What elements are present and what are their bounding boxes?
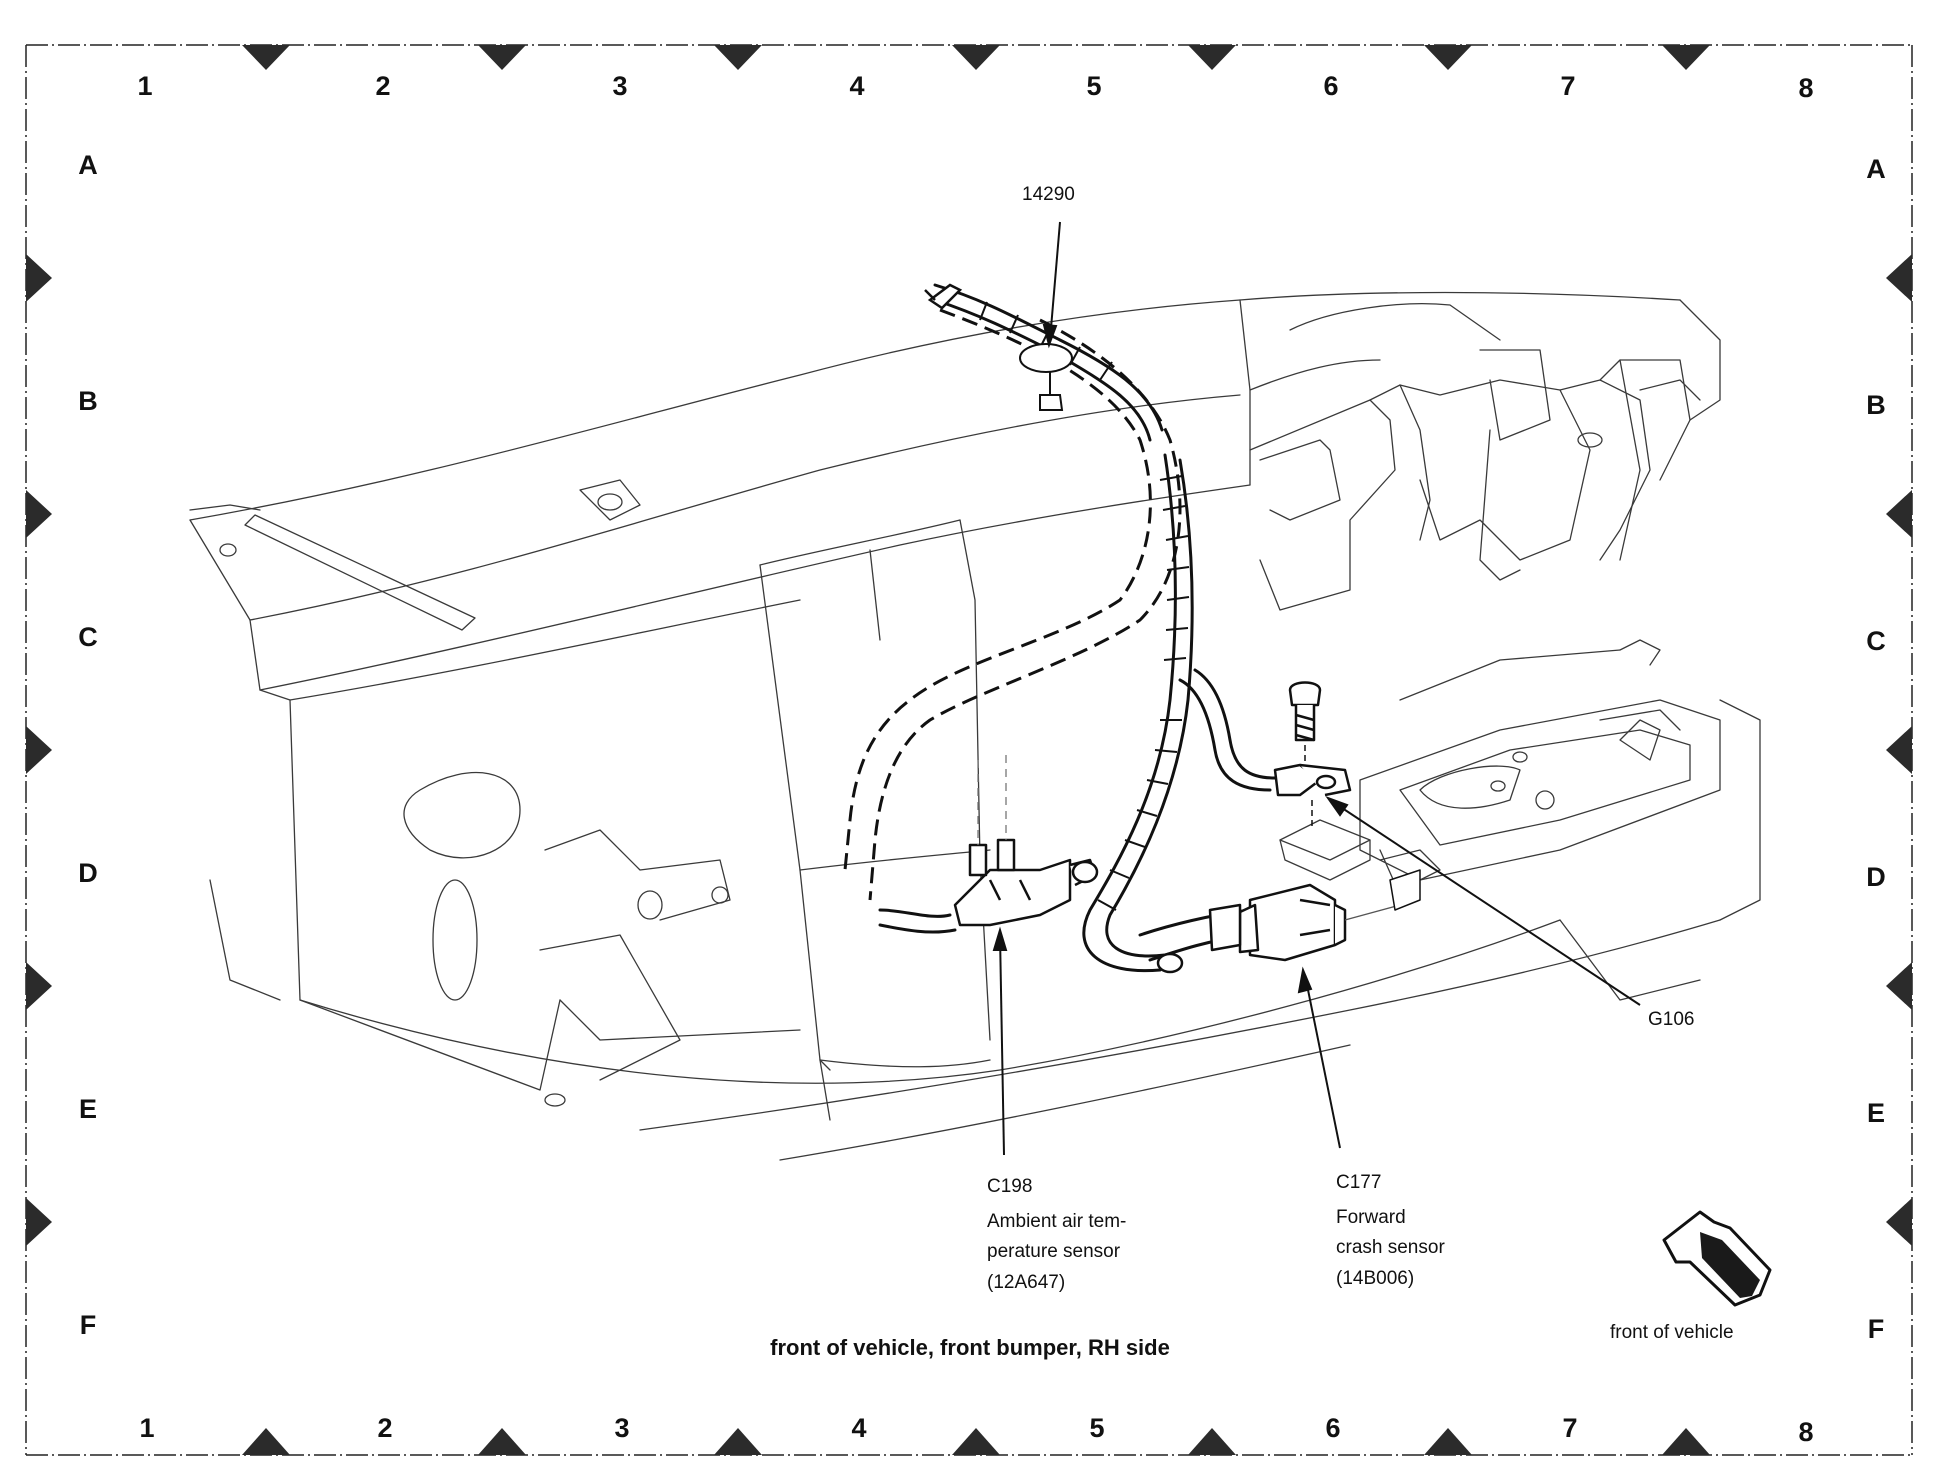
harness-dashed-route — [843, 308, 1182, 901]
callout-labels: 14290 G106 C198 Ambient air tem- peratur… — [987, 184, 1694, 1293]
row-label-right-E: E — [1867, 1098, 1885, 1128]
direction-label: front of vehicle — [1610, 1322, 1734, 1343]
col-label-top-1: 1 — [137, 71, 152, 101]
callout-c198-line-1: Ambient air tem- — [987, 1211, 1126, 1232]
ambient-air-temp-sensor — [953, 755, 1099, 927]
col-label-bottom-3: 3 — [614, 1413, 629, 1443]
callout-14290: 14290 — [1022, 184, 1075, 205]
leader-lines — [992, 221, 1641, 1156]
callout-c177-line-1: Forward — [1336, 1207, 1406, 1228]
ground-g106-assembly — [1273, 681, 1352, 830]
col-label-bottom-2: 2 — [377, 1413, 392, 1443]
col-label-bottom-6: 6 — [1325, 1413, 1340, 1443]
row-label-left-B: B — [78, 386, 98, 416]
row-label-left-D: D — [78, 858, 98, 888]
col-label-top-2: 2 — [375, 71, 390, 101]
callout-c177-id: C177 — [1336, 1172, 1381, 1193]
figure-caption: front of vehicle, front bumper, RH side — [770, 1335, 1170, 1360]
row-label-right-D: D — [1866, 862, 1886, 892]
harness-clip-14290 — [1019, 343, 1073, 411]
col-label-top-5: 5 — [1086, 71, 1101, 101]
callout-c198-id: C198 — [987, 1176, 1032, 1197]
row-label-right-A: A — [1866, 154, 1886, 184]
leader-c177 — [1304, 974, 1341, 1149]
border-markers — [26, 45, 1912, 1455]
callout-g106: G106 — [1648, 1009, 1694, 1030]
row-label-right-B: B — [1866, 390, 1886, 420]
callout-c177-line-2: crash sensor — [1336, 1237, 1445, 1258]
row-label-left-A: A — [78, 150, 98, 180]
col-label-top-3: 3 — [612, 71, 627, 101]
callout-c198-line-3: (12A647) — [987, 1272, 1065, 1293]
harness-upper-end — [924, 283, 963, 310]
callout-c198-line-2: perature sensor — [987, 1241, 1121, 1262]
col-label-top-7: 7 — [1560, 71, 1575, 101]
col-label-bottom-4: 4 — [851, 1413, 866, 1443]
row-label-left-F: F — [80, 1310, 97, 1340]
col-label-top-6: 6 — [1323, 71, 1338, 101]
callout-c177-line-3: (14B006) — [1336, 1268, 1414, 1289]
col-label-top-8: 8 — [1798, 73, 1813, 103]
col-label-bottom-5: 5 — [1089, 1413, 1104, 1443]
row-label-right-F: F — [1868, 1314, 1885, 1344]
col-label-top-4: 4 — [849, 71, 864, 101]
leader-c198 — [999, 934, 1005, 1156]
row-label-left-C: C — [78, 622, 98, 652]
row-label-right-C: C — [1866, 626, 1886, 656]
diagram-frame — [25, 44, 1913, 1456]
col-label-bottom-8: 8 — [1798, 1417, 1813, 1447]
forward-crash-sensor-connector — [1156, 869, 1421, 974]
leader-14290 — [1049, 221, 1061, 341]
vehicle-structure-drawing — [189, 291, 1761, 1161]
leader-g106 — [1329, 799, 1641, 1006]
grid-labels: 1 2 3 4 5 6 7 8 1 2 3 4 5 6 7 8 A B C D … — [78, 71, 1886, 1447]
front-of-vehicle-arrow-icon — [1662, 1210, 1772, 1307]
col-label-bottom-7: 7 — [1562, 1413, 1577, 1443]
col-label-bottom-1: 1 — [139, 1413, 154, 1443]
row-label-left-E: E — [79, 1094, 97, 1124]
